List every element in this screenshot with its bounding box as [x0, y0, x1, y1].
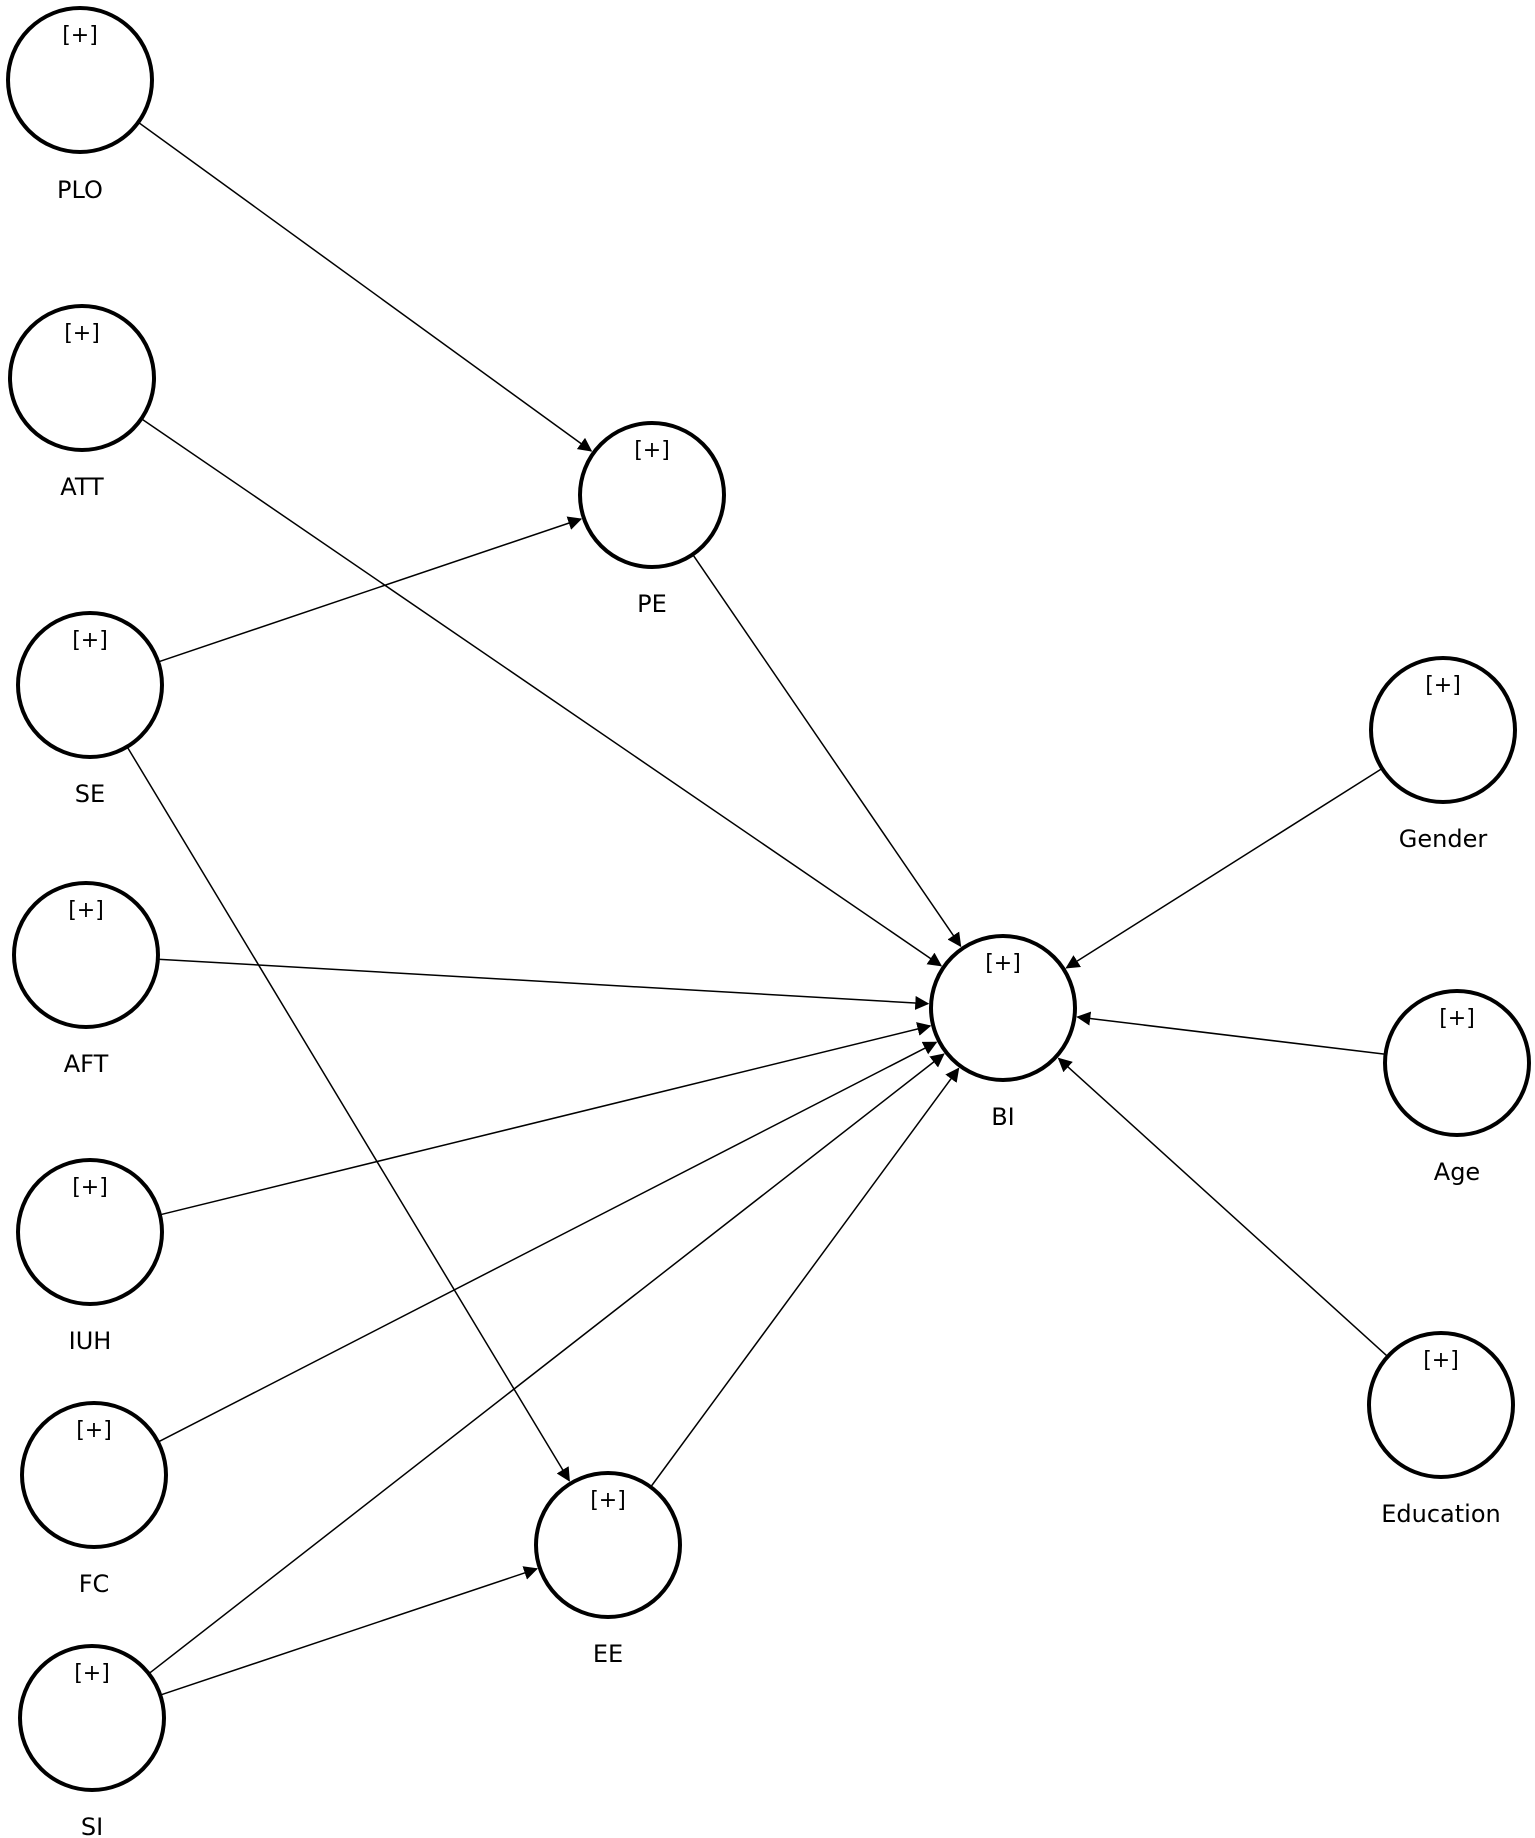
construct-label-iuh: IUH: [69, 1327, 112, 1355]
path-arrow-iuh-to-bi: [159, 1022, 932, 1216]
construct-label-se: SE: [75, 780, 105, 808]
expand-toggle-bi[interactable]: [+]: [985, 951, 1021, 976]
expand-toggle-pe[interactable]: [+]: [634, 438, 670, 463]
construct-label-pe: PE: [637, 590, 667, 618]
construct-node-age[interactable]: [+] Age: [1383, 989, 1531, 1186]
path-arrow-se-to-pe: [157, 516, 583, 663]
expand-toggle-si[interactable]: [+]: [74, 1661, 110, 1686]
path-arrow-se-to-ee: [126, 746, 570, 1482]
path-arrow-age-to-bi: [1076, 1011, 1386, 1056]
construct-node-att[interactable]: [+] ATT: [8, 304, 156, 501]
path-arrow-aft-to-bi: [157, 958, 930, 1010]
construct-circle-gender[interactable]: [1369, 656, 1517, 804]
expand-toggle-att[interactable]: [+]: [64, 321, 100, 346]
construct-node-education[interactable]: [+] Education: [1367, 1331, 1515, 1528]
path-arrow-education-to-bi: [1057, 1057, 1389, 1358]
construct-label-bi: BI: [991, 1103, 1015, 1131]
expand-toggle-ee[interactable]: [+]: [590, 1488, 626, 1513]
construct-label-age: Age: [1434, 1158, 1480, 1186]
construct-label-aft: AFT: [64, 1050, 109, 1078]
path-arrow-plo-to-pe: [137, 121, 593, 452]
construct-node-si[interactable]: [+] SI: [18, 1644, 166, 1838]
construct-label-ee: EE: [593, 1640, 623, 1668]
expand-toggle-age[interactable]: [+]: [1439, 1006, 1475, 1031]
construct-node-se[interactable]: [+] SE: [16, 611, 164, 808]
construct-circle-iuh[interactable]: [16, 1158, 164, 1306]
nodes-layer: [+]PLO[+]ATT[+]SE[+]AFT[+]IUH[+]FC[+]SI[…: [6, 6, 1531, 1838]
construct-circle-aft[interactable]: [12, 881, 160, 1029]
path-arrow-fc-to-bi: [157, 1041, 938, 1443]
construct-circle-fc[interactable]: [20, 1401, 168, 1549]
construct-circle-education[interactable]: [1367, 1331, 1515, 1479]
expand-toggle-education[interactable]: [+]: [1423, 1348, 1459, 1373]
construct-label-gender: Gender: [1399, 825, 1488, 853]
path-arrow-att-to-bi: [140, 418, 943, 967]
path-arrow-si-to-ee: [160, 1566, 539, 1696]
construct-circle-plo[interactable]: [6, 6, 154, 154]
expand-toggle-se[interactable]: [+]: [72, 628, 108, 653]
construct-node-iuh[interactable]: [+] IUH: [16, 1158, 164, 1355]
expand-toggle-plo[interactable]: [+]: [62, 23, 98, 48]
edges-layer: [126, 121, 1389, 1696]
construct-label-si: SI: [81, 1813, 103, 1838]
construct-circle-ee[interactable]: [534, 1471, 682, 1619]
construct-node-plo[interactable]: [+] PLO: [6, 6, 154, 204]
construct-node-gender[interactable]: [+] Gender: [1369, 656, 1517, 853]
expand-toggle-fc[interactable]: [+]: [76, 1418, 112, 1443]
expand-toggle-iuh[interactable]: [+]: [72, 1175, 108, 1200]
construct-circle-si[interactable]: [18, 1644, 166, 1792]
construct-circle-bi[interactable]: [929, 934, 1077, 1082]
construct-node-fc[interactable]: [+] FC: [20, 1401, 168, 1598]
path-arrow-si-to-bi: [148, 1053, 945, 1675]
construct-circle-att[interactable]: [8, 304, 156, 452]
expand-toggle-aft[interactable]: [+]: [68, 898, 104, 923]
construct-circle-age[interactable]: [1383, 989, 1531, 1137]
expand-toggle-gender[interactable]: [+]: [1425, 673, 1461, 698]
construct-node-pe[interactable]: [+] PE: [578, 421, 726, 618]
construct-circle-pe[interactable]: [578, 421, 726, 569]
construct-node-ee[interactable]: [+] EE: [534, 1471, 682, 1668]
construct-circle-se[interactable]: [16, 611, 164, 759]
construct-label-fc: FC: [79, 1570, 110, 1598]
path-arrow-ee-to-bi: [650, 1067, 960, 1488]
construct-label-att: ATT: [60, 473, 104, 501]
path-arrow-gender-to-bi: [1065, 767, 1383, 969]
construct-label-education: Education: [1381, 1500, 1500, 1528]
construct-node-aft[interactable]: [+] AFT: [12, 881, 160, 1078]
construct-node-bi[interactable]: [+] BI: [929, 934, 1077, 1131]
path-arrow-pe-to-bi: [692, 553, 962, 948]
construct-label-plo: PLO: [57, 176, 103, 204]
